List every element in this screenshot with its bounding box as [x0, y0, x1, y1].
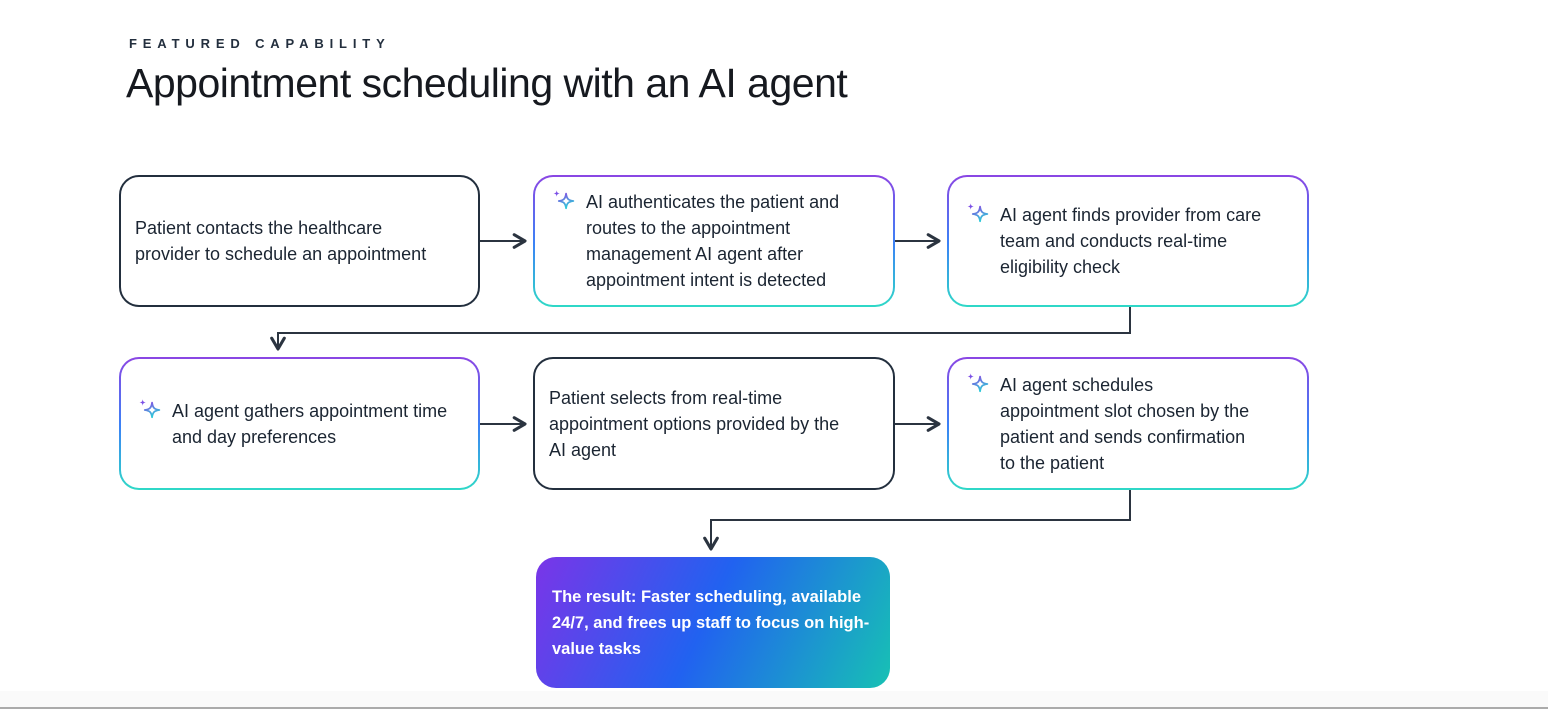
flow-step-3-text: AI agent finds provider from care team a…: [1000, 205, 1262, 277]
result-box: The result: Faster scheduling, available…: [536, 557, 890, 688]
page-title: Appointment scheduling with an AI agent: [126, 60, 848, 106]
flow-step-3: AI agent finds provider from care team a…: [947, 175, 1309, 307]
flow-step-2: AI authenticates the patient and routes …: [533, 175, 895, 307]
flow-step-5-text: Patient selects from real-time appointme…: [549, 387, 840, 460]
result-text: The result: Faster scheduling, available…: [552, 584, 874, 662]
flow-step-2-text: AI authenticates the patient and routes …: [586, 192, 840, 290]
flow-step-4-text: AI agent gathers appointment time and da…: [172, 400, 448, 447]
flow-step-1-text: Patient contacts the healthcare provider…: [135, 218, 427, 264]
flow-step-6: AI agent schedules appointment slot chos…: [947, 357, 1309, 490]
sparkle-icon: [967, 203, 989, 223]
result-detail: Faster scheduling, available 24/7, and f…: [552, 587, 870, 658]
sparkle-icon: [139, 398, 161, 418]
footer-strip: [0, 691, 1548, 707]
flow-step-5: Patient selects from real-time appointme…: [533, 357, 895, 490]
eyebrow-label: FEATURED CAPABILITY: [129, 36, 391, 51]
flow-step-6-text: AI agent schedules appointment slot chos…: [1000, 374, 1250, 473]
flow-step-1: Patient contacts the healthcare provider…: [119, 175, 480, 307]
arrow-step6-result: [703, 490, 1131, 551]
sparkle-icon: [967, 372, 989, 392]
flow-step-4: AI agent gathers appointment time and da…: [119, 357, 480, 490]
arrow-step3-step4: [270, 307, 1131, 351]
footer-divider: [0, 707, 1548, 709]
result-label: The result:: [552, 587, 637, 606]
sparkle-icon: [553, 190, 575, 210]
